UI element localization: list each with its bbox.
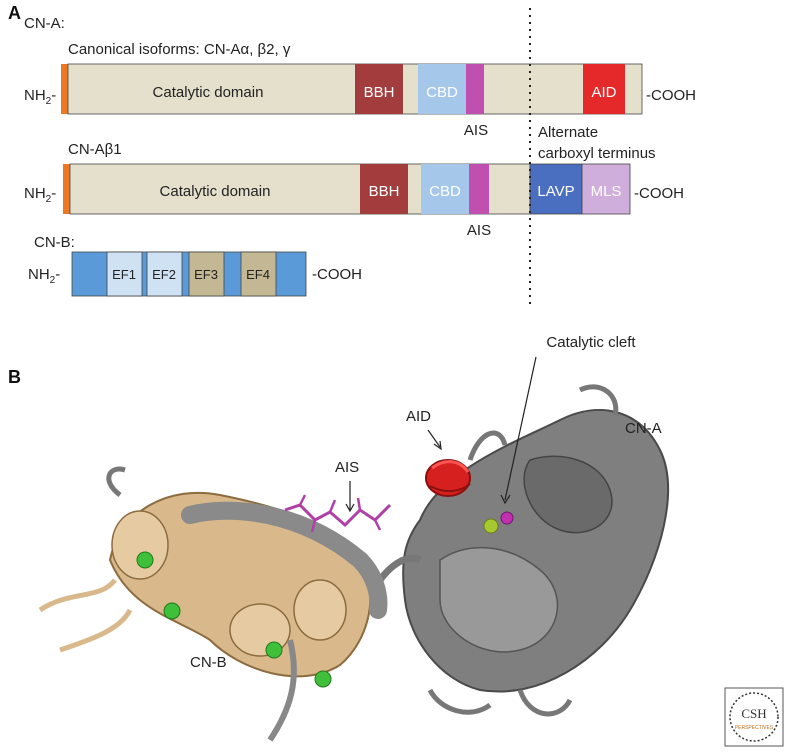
logo-csh-text: CSH (741, 706, 766, 721)
calcium-ion-1 (136, 551, 154, 569)
panel-b-label: B (8, 367, 21, 387)
cna-ais-domain (466, 64, 484, 114)
bbh-helix (181, 501, 388, 619)
ais-structure-label: AIS (335, 459, 359, 476)
cnb-ef1-label: EF1 (112, 267, 136, 282)
calcium-ion-2 (163, 602, 181, 620)
panel-a-label: A (8, 3, 21, 23)
cnab1-domain-bar: NH2- Catalytic domain BBH CBD LAVP MLS -… (24, 163, 684, 239)
cnb-structure-label: CN-B (190, 654, 227, 671)
cna-bbh-domain (355, 64, 403, 114)
cnab1-nh2-label: NH2- (24, 185, 56, 205)
alt-terminus-line1: Alternate (538, 124, 598, 141)
cnb-ef2-domain (146, 251, 183, 297)
logo-perspectives-text: PERSPECTIVES (735, 725, 774, 731)
cna-title: CN-A: (24, 15, 65, 32)
cnab1-catalytic-domain: Catalytic domain (160, 183, 271, 200)
active-site-metal-1 (483, 518, 499, 534)
aid-structure-label: AID (406, 408, 431, 425)
cna-ais-label: AIS (464, 122, 488, 139)
cna-cooh-label: -COOH (646, 87, 696, 104)
cnab1-cbd-label: CBD (429, 183, 461, 200)
cnab1-cbd-domain (421, 164, 469, 214)
cnab1-ais-domain (469, 164, 489, 214)
calcium-ion-4 (314, 670, 332, 688)
cna-subtitle: Canonical isoforms: CN-Aα, β2, γ (68, 41, 291, 58)
cnab1-cooh-label: -COOH (634, 185, 684, 202)
cnb-domain-bar: NH2- EF1 EF2 EF3 EF4 -COOH (28, 251, 362, 297)
cnb-cooh-label: -COOH (312, 266, 362, 283)
cnb-ef2-label: EF2 (152, 267, 176, 282)
cnb-ef4-label: EF4 (246, 267, 270, 282)
cnab1-mls-label: MLS (591, 183, 622, 200)
cna-catalytic-domain: Catalytic domain (153, 84, 264, 101)
cnb-ef1-domain (106, 251, 143, 297)
catalytic-cleft-arrow (504, 356, 537, 501)
cna-aid-label: AID (591, 84, 616, 101)
cna-cbd-domain (418, 64, 466, 114)
alt-terminus-line2: carboxyl terminus (538, 145, 656, 162)
cnb-structure (38, 491, 372, 678)
cnb-nh2-label: NH2- (28, 266, 60, 286)
cnab1-bbh-label: BBH (369, 183, 400, 200)
cnab1-lavp-domain (529, 163, 583, 215)
aid-arrow (427, 429, 441, 448)
cna-bbh-label: BBH (364, 84, 395, 101)
cnb-ef4-domain (240, 251, 277, 297)
catalytic-cleft-label: Catalytic cleft (546, 334, 636, 351)
cna-domain-bar: NH2- Catalytic domain BBH CBD AID -COOH … (24, 63, 696, 139)
cna-nh2-tip (61, 64, 68, 114)
cnab1-nh2-tip (63, 164, 70, 214)
csh-perspectives-logo: CSH PERSPECTIVES (724, 687, 784, 747)
aid-helix (425, 459, 471, 497)
cnb-ef3-label: EF3 (194, 267, 218, 282)
protein-structure (38, 384, 670, 742)
cnab1-mls-domain (581, 163, 631, 215)
cnab1-ais-label: AIS (467, 222, 491, 239)
cna-nh2-label: NH2- (24, 87, 56, 107)
cnab1-title: CN-Aβ1 (68, 141, 122, 158)
cna-aid-domain (583, 64, 625, 114)
active-site-metal-2 (500, 511, 514, 525)
ais-peptide (284, 503, 392, 528)
cna-cbd-label: CBD (426, 84, 458, 101)
cnab1-bbh-domain (360, 164, 408, 214)
calcium-ion-3 (265, 641, 283, 659)
cnb-title: CN-B: (34, 234, 75, 251)
cnb-ef3-domain (188, 251, 225, 297)
cnab1-lavp-label: LAVP (537, 183, 574, 200)
cna-structure-label: CN-A (625, 420, 662, 437)
